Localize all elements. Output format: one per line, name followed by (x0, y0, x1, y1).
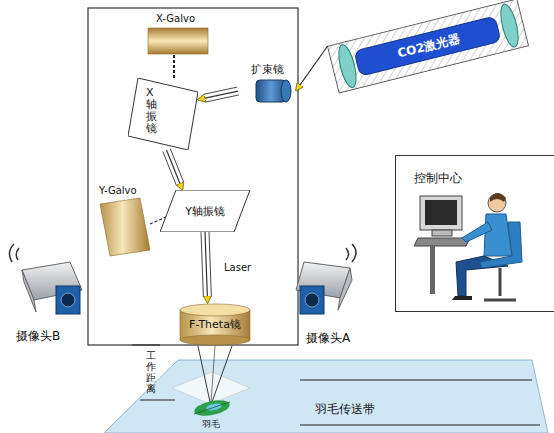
conveyor-label-box: 羽毛传送带 (250, 396, 440, 422)
laser-beam (198, 87, 239, 102)
conveyor-belt (104, 360, 548, 433)
feather (193, 397, 231, 418)
label-text: 摄像头B (16, 328, 60, 345)
label-text: Laser (224, 262, 251, 273)
beam-line (205, 232, 208, 303)
beam-line (167, 150, 183, 190)
f-theta-lens (180, 304, 250, 345)
laser-beam (163, 149, 184, 190)
y-mirror: Y轴振镜 (160, 190, 250, 232)
label-text: Y-Galvo (99, 185, 137, 196)
node-text: X轴振镜 (146, 87, 157, 135)
camera-label: 摄像头A (306, 330, 350, 347)
control-center-box: 控制中心 (395, 155, 554, 312)
label-text: 羽毛 (202, 418, 220, 431)
laser-beam (296, 46, 328, 91)
label-text: X-Galvo (156, 13, 195, 24)
x-galvo-motor (148, 28, 208, 80)
node-text: F-Theta镜 (189, 317, 241, 332)
beam-edge (209, 232, 211, 297)
mirror-face (160, 190, 250, 232)
node-text: CO2激光器 (395, 30, 461, 62)
beam-expander (256, 80, 291, 102)
camera-b (9, 244, 82, 314)
beam-expander-box: 扩束镜 (238, 62, 296, 106)
beam-edge (205, 95, 239, 102)
label-text: 摄像头A (306, 330, 350, 347)
galvo-label: X-Galvo (156, 13, 195, 24)
galvo-label: Y-Galvo (99, 185, 137, 196)
f-theta-box: F-Theta镜 (178, 303, 252, 345)
object-label: 羽毛 (202, 418, 220, 431)
laser-tube-box: CO2激光器 (328, 0, 529, 93)
beam-label: Laser (224, 262, 251, 273)
mirror-outline (128, 78, 198, 150)
focus-cone (172, 346, 250, 404)
node-text: 羽毛传送带 (315, 401, 375, 418)
camera-label: 摄像头B (16, 328, 60, 345)
label-text: 工作距离 (146, 350, 156, 394)
beam-line (296, 46, 328, 91)
beam-edge (201, 232, 203, 297)
beam-line (198, 91, 238, 100)
working-distance-bracket (132, 345, 175, 400)
node-text: 控制中心 (414, 170, 554, 187)
distance-label: 工作距离 (146, 350, 156, 394)
beam-edge (203, 87, 237, 94)
camera-a (296, 244, 356, 314)
housing (88, 8, 298, 345)
node-text: 扩束镜 (251, 62, 284, 77)
mirror-face (128, 78, 198, 150)
y-galvo-motor (100, 198, 168, 256)
node-text: Y轴振镜 (185, 204, 225, 219)
x-mirror: X轴振镜 (128, 78, 198, 150)
laser-beam (201, 232, 211, 303)
laser-tube (328, 0, 529, 93)
